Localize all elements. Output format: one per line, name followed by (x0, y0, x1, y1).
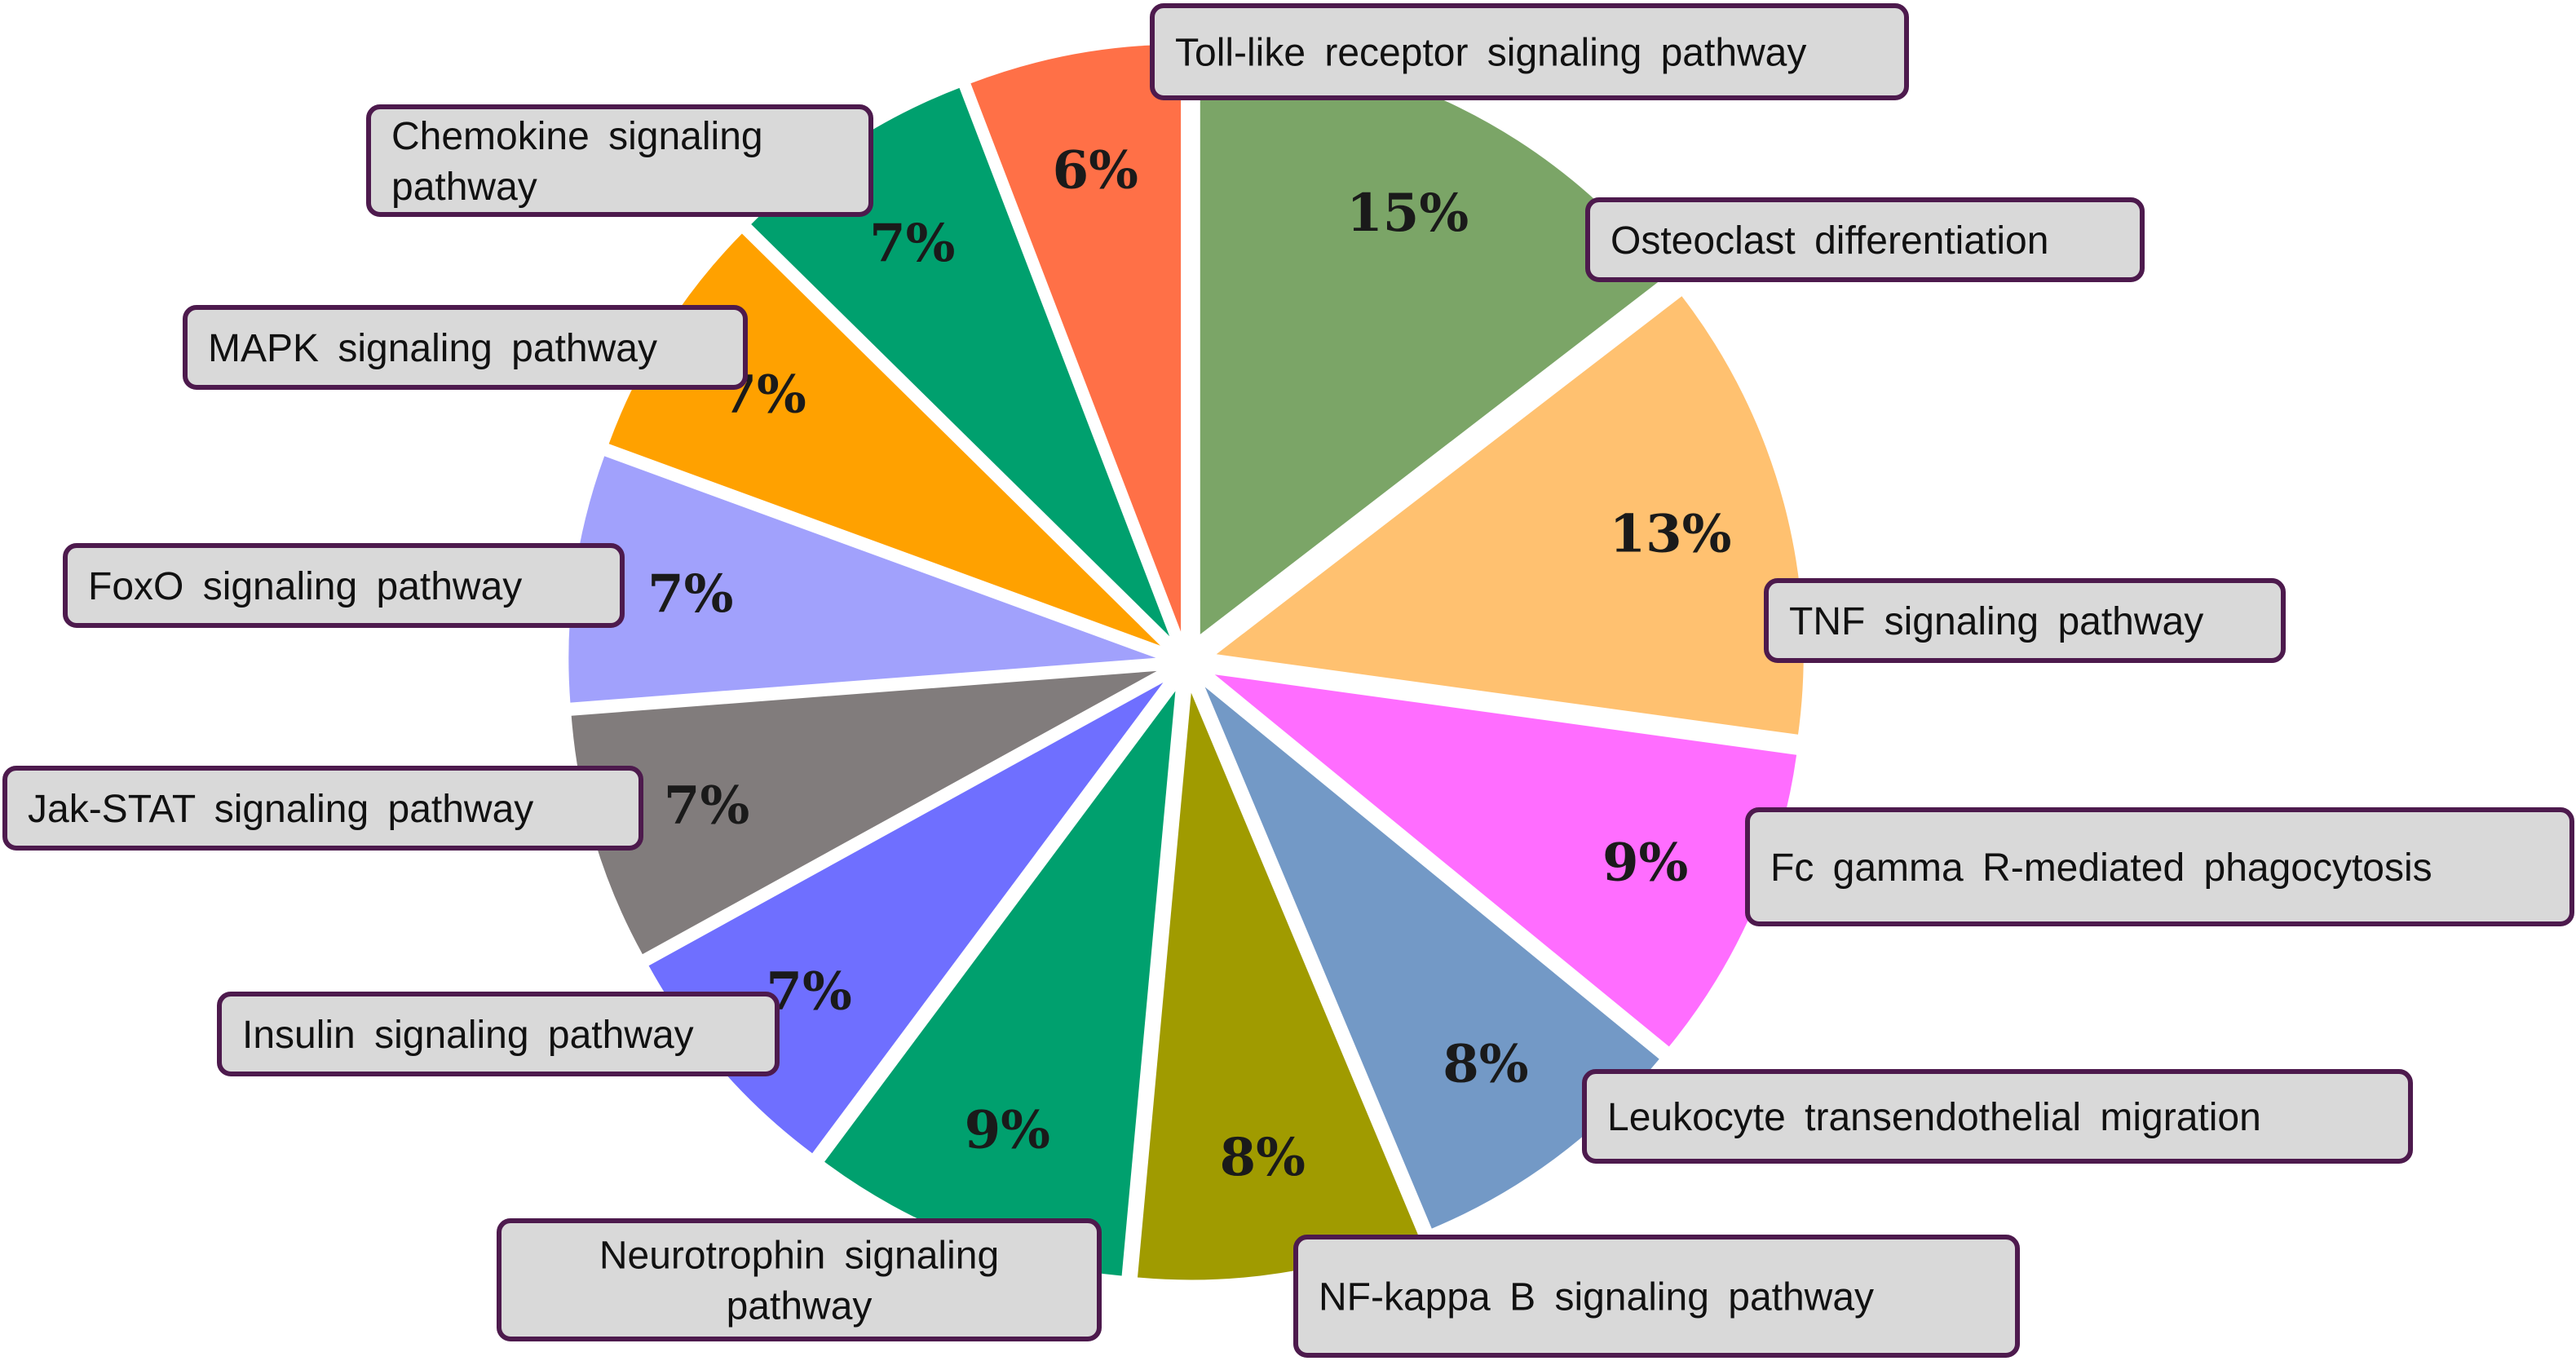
slice-percent-label: 6% (1053, 139, 1138, 201)
slice-name-label: MAPK signaling pathway (208, 327, 657, 370)
slice-percent-label: 15% (1346, 183, 1469, 244)
slice-callout: Jak-STAT signaling pathway (2, 766, 643, 851)
slice-name-label: NF-kappa B signaling pathway (1319, 1276, 1874, 1319)
slice-percent-label: 9% (1602, 833, 1688, 894)
callout-box (1764, 578, 2286, 663)
slice-name-label: Jak-STAT signaling pathway (28, 788, 533, 831)
pie-slice (1200, 46, 1666, 634)
slice-percent-label: 9% (965, 1099, 1050, 1160)
slice-percent-label: 7% (766, 961, 851, 1022)
pie-slice (1138, 692, 1418, 1280)
pie-slice (751, 87, 1170, 637)
slice-percent-label: 7% (869, 213, 955, 274)
slice-callout: FoxO signaling pathway (63, 543, 625, 628)
pie-slice (568, 456, 1156, 703)
pie-slice (571, 670, 1157, 955)
slice-name-label: Leukocyte transendothelial migration (1607, 1096, 2261, 1139)
callout-box (1582, 1069, 2413, 1164)
slice-percent-label: 13% (1610, 504, 1732, 565)
pie-slice (1214, 674, 1797, 1047)
callout-box (183, 305, 748, 390)
pie-slice (970, 44, 1182, 632)
slice-name-label: TNF signaling pathway (1789, 600, 2203, 643)
slice-callout: Leukocyte transendothelial migration (1582, 1069, 2413, 1164)
callout-box (497, 1218, 1102, 1341)
callout-box (1150, 3, 1909, 100)
slice-callout: MAPK signaling pathway (183, 305, 748, 390)
slice-name-label: Insulin signaling pathway (242, 1014, 694, 1057)
callout-box (1293, 1235, 2020, 1358)
slice-callout: NF-kappa B signaling pathway (1293, 1235, 2020, 1358)
slice-callout: Toll-like receptor signaling pathway (1150, 3, 1909, 100)
slice-callout: TNF signaling pathway (1764, 578, 2286, 663)
slice-callout: Insulin signaling pathway (217, 992, 780, 1076)
pie-slice (824, 691, 1176, 1276)
slice-callout: Osteoclast differentiation (1585, 197, 2145, 282)
callout-box (217, 992, 780, 1076)
slice-name-label: Toll-like receptor signaling pathway (1175, 32, 1806, 75)
slice-name-label: Fc gamma R-mediated phagocytosis (1770, 846, 2432, 890)
slice-name-label: Osteoclast differentiation (1611, 219, 2048, 263)
callout-box (2, 766, 643, 851)
slice-percent-label: 7% (664, 775, 749, 836)
slice-name-label: FoxO signaling pathway (88, 565, 522, 608)
callout-box (366, 104, 873, 217)
callout-box (63, 543, 625, 628)
pie-slices (568, 44, 1804, 1280)
slice-percent-label: 7% (647, 563, 733, 625)
callout-box (1745, 807, 2574, 926)
pie-slice (1204, 687, 1659, 1229)
slice-percent-label: 8% (1220, 1127, 1306, 1188)
slice-percent-label: 8% (1443, 1033, 1528, 1094)
pie-percent-labels: 15%13%9%8%8%9%7%7%7%7%7%6% (647, 139, 1731, 1188)
pie-slice (1216, 296, 1804, 735)
callout-box (1585, 197, 2145, 282)
slice-callout: Fc gamma R-mediated phagocytosis (1745, 807, 2574, 926)
